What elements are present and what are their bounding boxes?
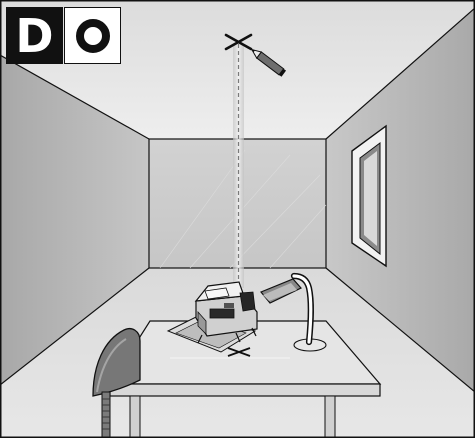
step-letter: D	[15, 13, 53, 59]
window-icon	[352, 126, 386, 266]
circle-mode-icon	[64, 7, 121, 64]
step-letter-badge: D	[6, 7, 63, 64]
mode-ring	[76, 19, 110, 53]
